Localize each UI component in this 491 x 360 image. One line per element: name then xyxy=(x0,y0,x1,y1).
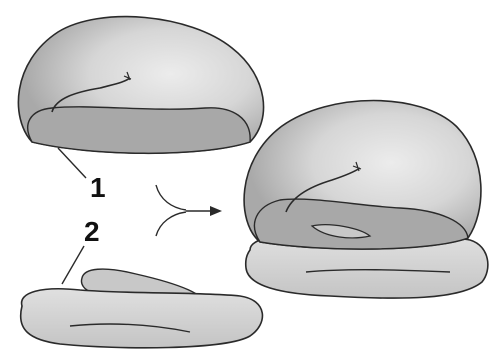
label-1-leader xyxy=(58,148,86,178)
merge-arrow-icon xyxy=(156,185,222,236)
large-subunit xyxy=(18,17,263,154)
label-2-leader xyxy=(62,246,84,284)
label-2: 2 xyxy=(84,216,100,247)
assembled-ribosome xyxy=(244,101,488,299)
large-subunit-lower-lobe xyxy=(28,107,250,153)
label-1: 1 xyxy=(90,172,106,203)
small-subunit-body xyxy=(21,289,263,348)
small-subunit xyxy=(21,269,263,348)
